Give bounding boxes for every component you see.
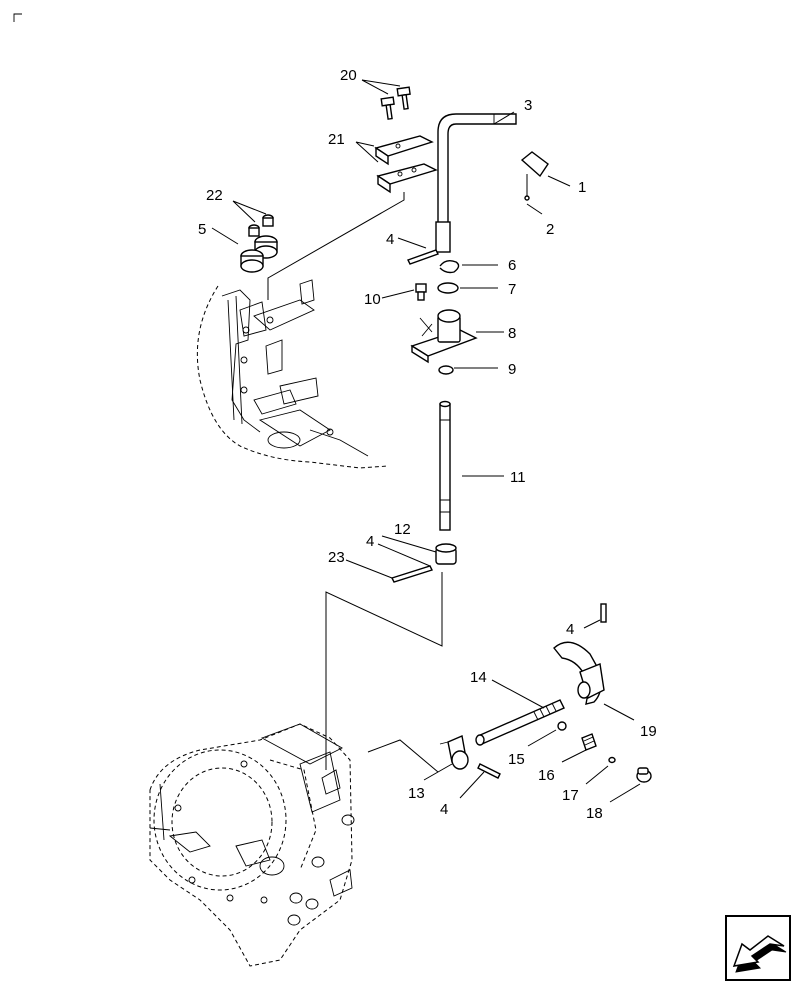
- upper-housing-fragment: [196, 279, 389, 469]
- label-7: 7: [508, 281, 516, 298]
- connector-line-middle: [325, 572, 443, 770]
- part-12-collar: [435, 543, 457, 565]
- part-23-pin: [391, 565, 433, 583]
- leader-lines: [211, 79, 641, 803]
- label-3: 3: [524, 97, 532, 114]
- label-10: 10: [364, 291, 381, 308]
- label-1: 1: [578, 179, 586, 196]
- part-17-washer: [608, 756, 616, 764]
- part-4-pin-fork: [600, 603, 607, 623]
- label-4-middle: 4: [366, 533, 374, 550]
- part-11-shift-rod: [439, 400, 451, 531]
- navigation-back-button[interactable]: [725, 915, 791, 981]
- part-1-knob: [520, 151, 549, 178]
- part-5-bushings: [240, 235, 278, 273]
- label-23: 23: [328, 549, 345, 566]
- label-14: 14: [470, 669, 487, 686]
- part-15-ball: [557, 721, 567, 731]
- label-17: 17: [562, 787, 579, 804]
- label-12: 12: [394, 521, 411, 538]
- transmission-housing: [149, 723, 355, 967]
- part-14-shaft: [475, 699, 565, 746]
- label-6: 6: [508, 257, 516, 274]
- label-19: 19: [640, 723, 657, 740]
- label-20: 20: [340, 67, 357, 84]
- connector-line-upper: [267, 192, 405, 300]
- part-3-shift-lever: [435, 113, 517, 253]
- connector-line-lower: [367, 739, 439, 773]
- corner-crop-mark: [13, 13, 22, 22]
- label-4-upper: 4: [386, 231, 394, 248]
- label-8: 8: [508, 325, 516, 342]
- part-9-o-ring: [438, 365, 454, 375]
- part-10-bolt: [415, 283, 427, 301]
- part-4-pin-lower: [477, 763, 501, 779]
- part-2-screw: [524, 174, 530, 201]
- label-9: 9: [508, 361, 516, 378]
- label-13: 13: [408, 785, 425, 802]
- label-2: 2: [546, 221, 554, 238]
- part-16-spring: [581, 733, 597, 751]
- arrow-down-left-icon: [732, 935, 787, 973]
- label-22: 22: [206, 187, 223, 204]
- label-15: 15: [508, 751, 525, 768]
- label-4-lower: 4: [440, 801, 448, 818]
- part-21-plates: [374, 135, 438, 194]
- part-4-pin-upper: [407, 249, 439, 265]
- part-7-o-ring: [437, 282, 459, 294]
- label-11: 11: [510, 469, 526, 486]
- label-4-fork: 4: [566, 621, 574, 638]
- label-5: 5: [198, 221, 206, 238]
- part-18-plug: [636, 767, 652, 783]
- label-18: 18: [586, 805, 603, 822]
- part-8-bracket: [410, 309, 478, 364]
- part-20-bolts: [380, 86, 411, 120]
- part-13-arm: [439, 735, 469, 770]
- label-21: 21: [328, 131, 345, 148]
- part-22-grommets: [248, 214, 274, 237]
- label-16: 16: [538, 767, 555, 784]
- part-6-snap-ring: [439, 259, 460, 274]
- part-19-shift-fork: [553, 641, 605, 705]
